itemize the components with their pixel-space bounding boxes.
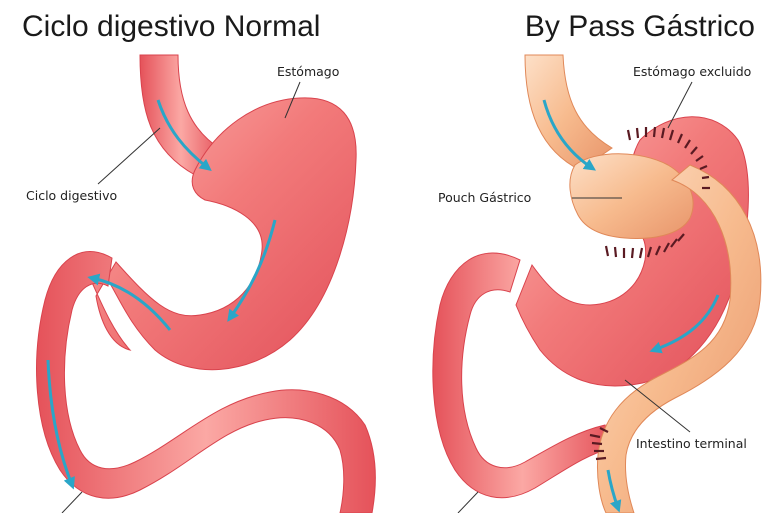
label-gastric-pouch: Pouch Gástrico — [438, 190, 531, 205]
esophagus-right — [525, 55, 612, 170]
label-terminal-intestine: Intestino terminal — [636, 436, 747, 451]
label-excluded-stomach: Estómago excluido — [633, 64, 751, 79]
normal-anatomy — [37, 55, 376, 513]
leader-intestine-left — [62, 492, 82, 513]
title-bypass: By Pass Gástrico — [525, 10, 755, 44]
title-normal: Ciclo digestivo Normal — [22, 10, 320, 44]
leader-digestive-cycle — [98, 128, 160, 184]
stomach-left — [90, 98, 356, 370]
label-stomach: Estómago — [277, 64, 339, 79]
leader-limb-right — [458, 492, 478, 513]
label-digestive-cycle: Ciclo digestivo — [26, 188, 117, 203]
